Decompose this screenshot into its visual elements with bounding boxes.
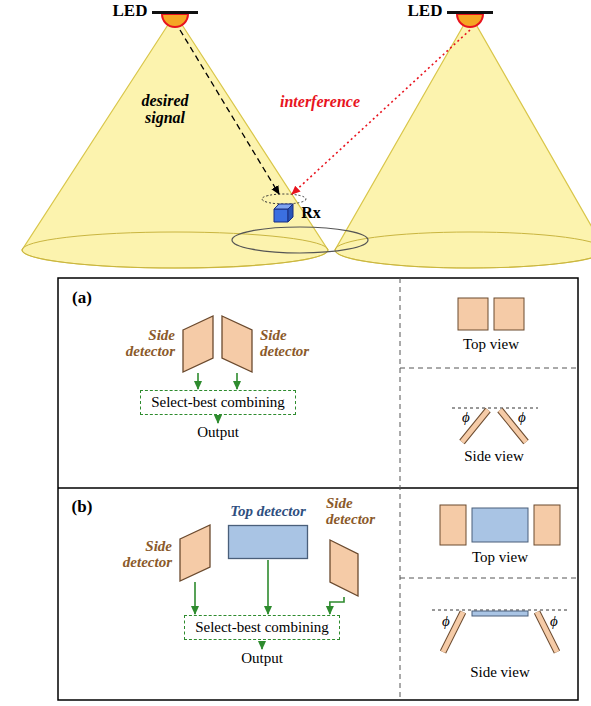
signal-arrow [330, 597, 344, 614]
view-caption: Top view [463, 336, 519, 353]
angle-symbol: ϕ [462, 409, 470, 426]
view-caption: Top view [472, 549, 528, 566]
combiner-text: Select-best combining [195, 619, 329, 635]
interference-ray [292, 30, 470, 194]
receiver-cube [274, 204, 293, 222]
signal-arrow [197, 373, 199, 389]
angle-symbol: ϕ [442, 613, 450, 630]
detector-label: Side detector [260, 328, 324, 360]
view-caption: Side view [470, 664, 530, 681]
detector-label: Side detector [326, 496, 390, 528]
angle-symbol: ϕ [550, 613, 558, 630]
panel-frame [58, 278, 578, 700]
side-detector: Side detector [330, 540, 358, 596]
signal-arrow [261, 641, 263, 649]
side-detector: Side detector [222, 316, 252, 372]
output-text: Output [197, 424, 239, 440]
output-label: Output [239, 650, 285, 667]
signal-ray [180, 30, 279, 194]
detector-label: Side detector [108, 539, 172, 571]
combiner-text: Select-best combining [151, 394, 285, 410]
top-detector: Top detector [228, 525, 308, 559]
output-text: Output [241, 650, 283, 666]
light-cones [22, 14, 591, 268]
view-sketch-a [452, 298, 538, 442]
signal-arrow [236, 373, 238, 389]
detector-shape [180, 525, 210, 581]
view-sketch-b [432, 505, 568, 652]
receiver-label: Rx [301, 204, 321, 222]
angle-symbol: ϕ [518, 409, 526, 426]
detector-shape [183, 316, 213, 372]
signal-arrow [217, 416, 219, 423]
detector-shape [330, 540, 358, 596]
detector-shape [228, 525, 308, 559]
detector-shape [222, 316, 252, 372]
signal-arrow [194, 582, 196, 614]
side-detector: Side detector [183, 316, 213, 372]
signal-arrow [267, 560, 269, 614]
signal-label: desired signal [133, 93, 197, 127]
combiner-box: Select-best combining [184, 615, 340, 640]
detector-label: Top detector [230, 503, 306, 520]
view-caption: Side view [464, 448, 524, 465]
panel-label: (a) [72, 288, 92, 308]
side-detector: Side detector [180, 525, 210, 581]
panel-label: (b) [72, 497, 93, 517]
output-label: Output [195, 424, 241, 441]
interference-label: interference [280, 93, 360, 111]
led-label: LED [408, 1, 443, 21]
detector-label: Side detector [111, 328, 175, 360]
led-label: LED [113, 1, 148, 21]
combiner-box: Select-best combining [140, 390, 296, 415]
